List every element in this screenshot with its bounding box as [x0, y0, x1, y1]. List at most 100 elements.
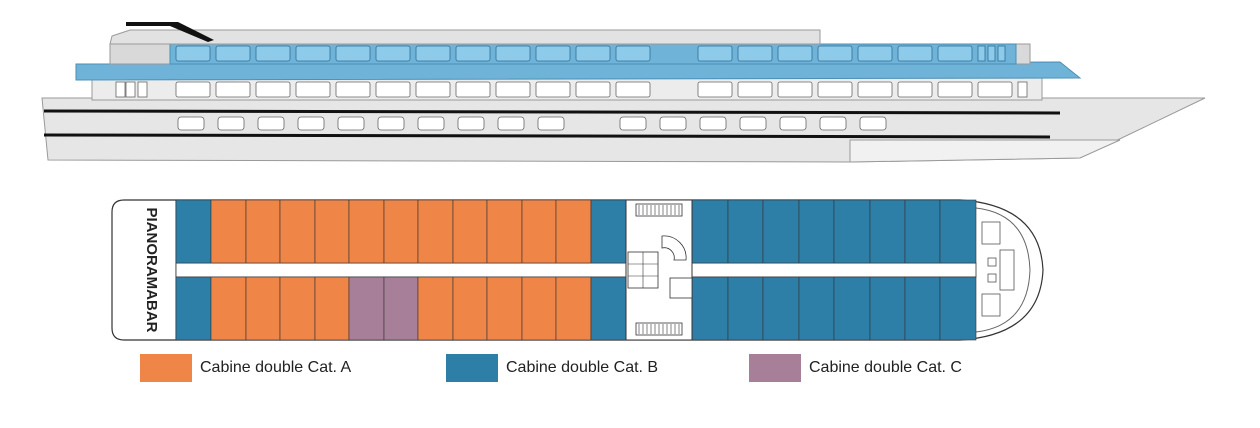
- porthole: [699, 116, 727, 131]
- window: [295, 45, 331, 62]
- cabin-cat-a: [486, 276, 523, 341]
- window: [817, 45, 853, 62]
- window: [415, 81, 451, 98]
- window: [817, 81, 853, 98]
- window: [215, 81, 251, 98]
- porthole: [537, 116, 565, 131]
- legend-item-c: Cabine double Cat. C: [749, 354, 962, 382]
- corridor: [175, 262, 977, 278]
- window: [977, 45, 986, 62]
- cabin-cat-b: [691, 199, 729, 264]
- window: [175, 81, 211, 98]
- window: [175, 45, 211, 62]
- upper-windows: [175, 45, 1006, 62]
- cabin-cat-a: [417, 199, 454, 264]
- porthole: [257, 116, 285, 131]
- window: [415, 45, 451, 62]
- window: [897, 81, 933, 98]
- cabin-cat-b: [869, 276, 906, 341]
- cabin-cat-b: [798, 276, 835, 341]
- legend-item-b: Cabine double Cat. B: [446, 354, 658, 382]
- window: [777, 81, 813, 98]
- legend-label-a: Cabine double Cat. A: [200, 359, 352, 376]
- legend-label-b: Cabine double Cat. B: [506, 359, 659, 376]
- cabin-cat-b: [175, 199, 212, 264]
- cabin-cat-a: [486, 199, 523, 264]
- porthole: [859, 116, 887, 131]
- window: [255, 45, 291, 62]
- window: [535, 45, 571, 62]
- hull-stripe-lower: [43, 133, 1051, 139]
- window: [697, 81, 733, 98]
- cabin-cat-b: [727, 276, 764, 341]
- cabin-cat-a: [210, 199, 247, 264]
- cabin-cat-a: [555, 276, 592, 341]
- cabins-bottom-row: [175, 276, 977, 341]
- door: [137, 81, 148, 98]
- cabin-cat-a: [555, 199, 592, 264]
- hull-stripe-upper: [43, 109, 1061, 115]
- cabin-cat-b: [762, 276, 800, 341]
- porthole: [417, 116, 445, 131]
- cabin-cat-a: [314, 199, 350, 264]
- cabin-cat-a: [348, 199, 385, 264]
- porthole: [497, 116, 525, 131]
- bow-inner-outline: [975, 207, 1031, 333]
- sun-deck-band: [75, 61, 1082, 81]
- legend-swatch-b: [446, 354, 498, 382]
- window: [977, 81, 1013, 98]
- window: [737, 81, 773, 98]
- cabin-cat-b: [939, 199, 977, 264]
- porthole: [377, 116, 405, 131]
- cabin-cat-b: [727, 199, 764, 264]
- window: [737, 45, 773, 62]
- window: [495, 81, 531, 98]
- legend-item-a: Cabine double Cat. A: [140, 354, 351, 382]
- window: [777, 45, 813, 62]
- legend-label-c: Cabine double Cat. C: [809, 359, 962, 376]
- window: [535, 81, 571, 98]
- porthole: [337, 116, 365, 131]
- window: [575, 81, 611, 98]
- cabin-cat-a: [245, 199, 281, 264]
- window: [897, 45, 933, 62]
- cabin-cat-b: [939, 276, 977, 341]
- window: [455, 81, 491, 98]
- middle-windows: [115, 81, 1028, 98]
- window: [987, 45, 996, 62]
- door: [125, 81, 136, 98]
- porthole: [619, 116, 647, 131]
- cabin-cat-a: [279, 199, 316, 264]
- window: [937, 45, 973, 62]
- window: [575, 45, 611, 62]
- window: [697, 45, 733, 62]
- cabin-cat-a: [210, 276, 247, 341]
- porthole: [457, 116, 485, 131]
- cabin-cat-b: [590, 276, 627, 341]
- cabin-cat-a: [383, 199, 419, 264]
- door: [115, 81, 126, 98]
- cabin-cat-b: [762, 199, 800, 264]
- cabin-cat-b: [590, 199, 627, 264]
- cabins-top-row: [175, 199, 977, 264]
- door: [1017, 81, 1028, 98]
- porthole: [819, 116, 847, 131]
- deck-plan: PIANORAMABAR: [111, 199, 1044, 341]
- roof: [109, 29, 821, 45]
- cabin-cat-b: [833, 199, 871, 264]
- cabin-cat-b: [904, 276, 941, 341]
- stair-steps: [638, 205, 680, 334]
- porthole: [659, 116, 687, 131]
- cabin-cat-a: [521, 276, 557, 341]
- porthole: [217, 116, 245, 131]
- legend-swatch-a: [140, 354, 192, 382]
- window: [335, 45, 371, 62]
- bar-label: PIANORAMABAR: [143, 208, 160, 333]
- hull-bow-section: [849, 139, 1121, 163]
- cabin-cat-a: [245, 276, 281, 341]
- cabin-cat-a: [417, 276, 454, 341]
- cabin-cat-b: [869, 199, 906, 264]
- cabin-cat-c: [348, 276, 385, 341]
- cabin-cat-a: [314, 276, 350, 341]
